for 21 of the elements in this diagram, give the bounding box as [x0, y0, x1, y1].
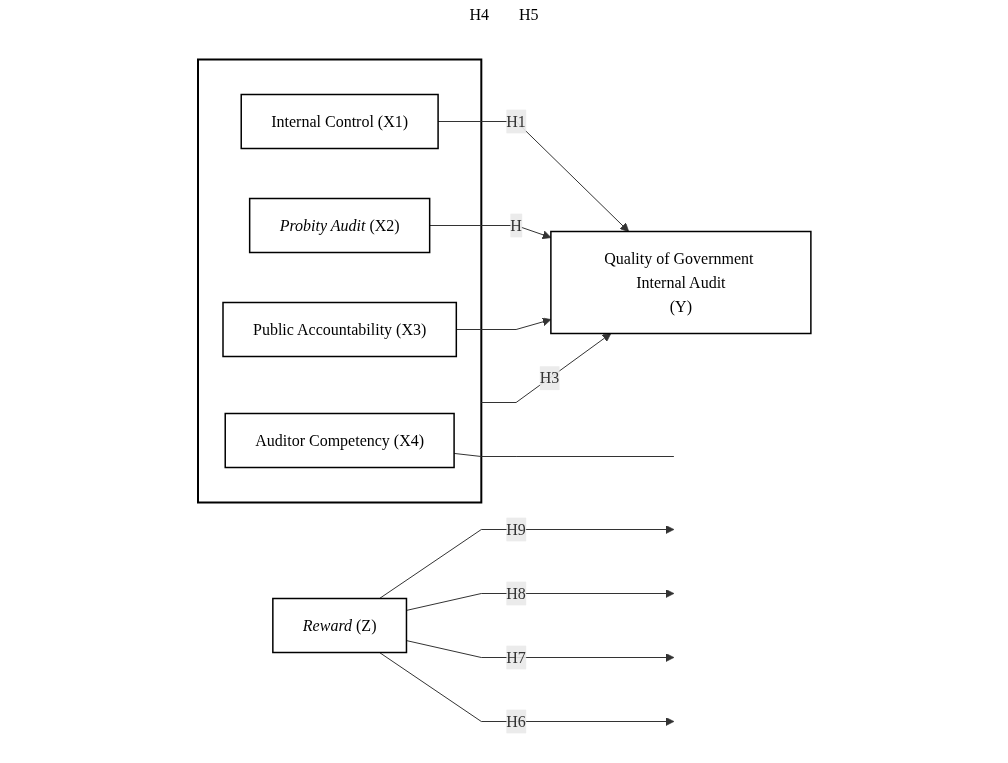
cluster	[196, 58, 482, 504]
edge-label: H1	[505, 112, 526, 130]
edge-label: H	[509, 216, 522, 234]
node-box: Reward (Z)	[271, 597, 407, 654]
node-box: Probity Audit (X2)	[248, 197, 430, 254]
arrow	[437, 121, 629, 232]
edge-label: H9	[505, 520, 526, 538]
node-box: Public Accountability (X3)	[221, 301, 457, 358]
arrow	[455, 317, 551, 330]
arrow	[480, 333, 611, 403]
edge-label: H3	[539, 369, 559, 387]
node-box: Internal Control (X1)	[240, 93, 439, 150]
node-box: Auditor Competency (X4)	[224, 412, 455, 469]
hypothesis-label: H5	[519, 6, 539, 24]
edge-label: H7	[505, 648, 526, 666]
node-box: Quality of Government Internal Audit (Y)	[549, 230, 812, 335]
edge-label: H6	[505, 712, 526, 730]
hypothesis-label: H4	[469, 6, 489, 24]
edge-label: H8	[505, 584, 526, 602]
arrow	[378, 525, 674, 599]
arrow	[378, 652, 674, 726]
